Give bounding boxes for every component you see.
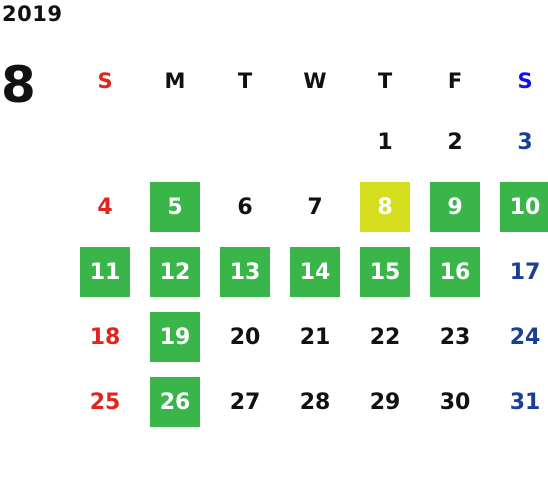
weekday-wednesday: W bbox=[303, 69, 327, 93]
week-row: 4 5 6 7 8 9 10 bbox=[66, 175, 548, 240]
day-cell[interactable]: 23 bbox=[439, 324, 471, 350]
day-cell-highlighted[interactable]: 9 bbox=[430, 182, 480, 232]
day-cell[interactable]: 20 bbox=[229, 324, 261, 350]
day-cell-highlighted[interactable]: 14 bbox=[290, 247, 340, 297]
day-cell-highlighted[interactable]: 11 bbox=[80, 247, 130, 297]
day-cell[interactable] bbox=[220, 117, 270, 167]
month-label: 8 bbox=[1, 56, 36, 114]
week-row: 1 2 3 bbox=[66, 110, 548, 175]
day-cell-highlighted[interactable]: 26 bbox=[150, 377, 200, 427]
day-cell[interactable]: 2 bbox=[447, 129, 463, 155]
day-cell[interactable]: 17 bbox=[509, 259, 541, 285]
day-cell[interactable]: 3 bbox=[517, 129, 533, 155]
weekday-friday: F bbox=[447, 69, 463, 93]
weekday-monday: M bbox=[164, 69, 186, 93]
week-row: 11 12 13 14 15 16 17 bbox=[66, 240, 548, 305]
week-row: 18 19 20 21 22 23 24 bbox=[66, 305, 548, 370]
day-cell[interactable]: 6 bbox=[237, 194, 253, 220]
day-cell-today[interactable]: 8 bbox=[360, 182, 410, 232]
day-cell-highlighted[interactable]: 16 bbox=[430, 247, 480, 297]
day-cell[interactable]: 1 bbox=[377, 129, 393, 155]
day-cell[interactable]: 7 bbox=[307, 194, 323, 220]
day-cell-highlighted[interactable]: 15 bbox=[360, 247, 410, 297]
day-cell[interactable]: 21 bbox=[299, 324, 331, 350]
day-cell[interactable]: 29 bbox=[369, 389, 401, 415]
day-cell[interactable]: 22 bbox=[369, 324, 401, 350]
weekday-tuesday: T bbox=[237, 69, 253, 93]
day-cell[interactable]: 28 bbox=[299, 389, 331, 415]
day-cell-highlighted[interactable]: 10 bbox=[500, 182, 548, 232]
day-cell[interactable]: 25 bbox=[89, 389, 121, 415]
day-cell-highlighted[interactable]: 13 bbox=[220, 247, 270, 297]
day-cell[interactable] bbox=[80, 117, 130, 167]
weekday-sunday: S bbox=[97, 69, 113, 93]
calendar-grid: S M T W T F S 1 2 3 4 5 6 7 8 9 10 11 12… bbox=[66, 52, 548, 435]
day-cell[interactable]: 30 bbox=[439, 389, 471, 415]
day-cell[interactable] bbox=[150, 117, 200, 167]
day-cell[interactable]: 27 bbox=[229, 389, 261, 415]
day-cell[interactable] bbox=[290, 117, 340, 167]
day-cell[interactable]: 24 bbox=[509, 324, 541, 350]
day-cell-highlighted[interactable]: 19 bbox=[150, 312, 200, 362]
weekday-thursday: T bbox=[377, 69, 393, 93]
weekday-saturday: S bbox=[517, 69, 533, 93]
day-cell[interactable]: 4 bbox=[97, 194, 113, 220]
day-cell-highlighted[interactable]: 12 bbox=[150, 247, 200, 297]
day-cell[interactable]: 18 bbox=[89, 324, 121, 350]
week-row: 25 26 27 28 29 30 31 bbox=[66, 370, 548, 435]
day-cell[interactable]: 31 bbox=[509, 389, 541, 415]
day-cell-highlighted[interactable]: 5 bbox=[150, 182, 200, 232]
year-label: 2019 bbox=[2, 2, 63, 26]
weekday-header-row: S M T W T F S bbox=[66, 52, 548, 110]
